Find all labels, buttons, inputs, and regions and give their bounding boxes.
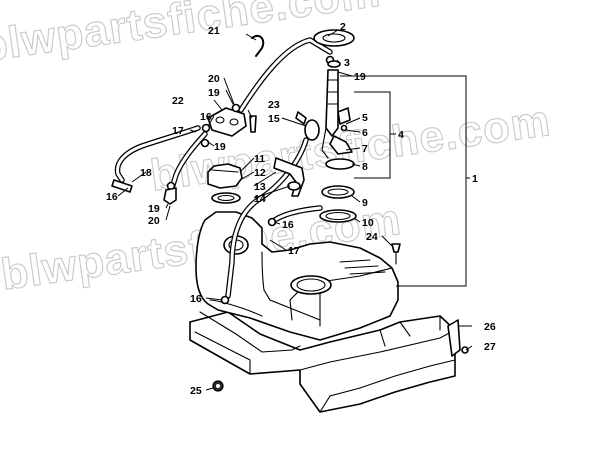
fuel-hose-17-lower <box>225 137 309 299</box>
tank-rail-line <box>199 311 301 353</box>
callout-7: 7 <box>362 143 368 155</box>
callout-16-left: 16 <box>106 191 118 203</box>
leader-lines <box>117 29 473 391</box>
callout-5: 5 <box>362 112 368 124</box>
callout-19-pump: 19 <box>354 71 366 83</box>
callout-13: 13 <box>254 181 266 193</box>
rollover-valve-part <box>163 187 177 205</box>
grommet-25 <box>212 380 224 392</box>
vent-hose-upper-rear <box>238 37 333 113</box>
callout-20-top: 20 <box>208 73 220 85</box>
callout-11: 11 <box>254 153 265 165</box>
fastener-26 <box>447 319 469 357</box>
callout-16-valve: 16 <box>200 111 212 123</box>
callout-labels: 1 2 3 4 5 6 7 8 9 10 11 12 13 14 15 16 1… <box>106 21 496 397</box>
callout-14: 14 <box>254 193 266 205</box>
bolt-24 <box>391 243 401 265</box>
check-valve-part <box>207 107 247 137</box>
callout-1: 1 <box>472 173 478 185</box>
callout-2: 2 <box>340 21 346 33</box>
callout-20-low: 20 <box>148 215 160 227</box>
hose-clip-21 <box>251 34 265 57</box>
callout-8: 8 <box>362 161 368 173</box>
vent-hose-17-upper <box>114 125 201 183</box>
callout-25: 25 <box>190 385 202 397</box>
callout-16-tank: 16 <box>190 293 202 305</box>
callout-6: 6 <box>362 127 368 139</box>
pump-ring-part <box>319 185 357 223</box>
callout-22: 22 <box>172 95 184 107</box>
callout-16-hose: 16 <box>282 219 294 231</box>
screw-23 <box>249 115 257 133</box>
callout-17-upper: 17 <box>172 125 184 137</box>
callout-23: 23 <box>268 99 280 111</box>
callout-17-lower: 17 <box>288 245 300 257</box>
callout-24: 24 <box>366 231 378 243</box>
callout-26: 26 <box>484 321 496 333</box>
callout-9: 9 <box>362 197 368 209</box>
skid-plate-part <box>189 311 456 413</box>
pump-cover-part <box>313 29 355 68</box>
callout-27: 27 <box>484 341 496 353</box>
fuel-cap-part <box>207 163 243 204</box>
fuel-tank-part <box>195 211 399 341</box>
callout-12: 12 <box>254 167 266 179</box>
callout-10: 10 <box>362 217 374 229</box>
callout-19-low: 19 <box>148 203 160 215</box>
callout-15: 15 <box>268 113 280 125</box>
clamp-parts <box>111 55 335 305</box>
vent-hose-lower-front <box>169 131 208 191</box>
callout-19-mid: 19 <box>214 141 226 153</box>
callout-3: 3 <box>344 57 350 69</box>
callout-21: 21 <box>208 25 220 37</box>
fuel-filter-part <box>295 111 320 141</box>
mount-bracket-part <box>273 157 305 197</box>
callout-4: 4 <box>398 129 404 141</box>
callout-19-valve: 19 <box>208 87 220 99</box>
gasket-8 <box>325 158 355 170</box>
callout-18: 18 <box>140 167 152 179</box>
assembly-bracket-lines <box>340 75 470 287</box>
